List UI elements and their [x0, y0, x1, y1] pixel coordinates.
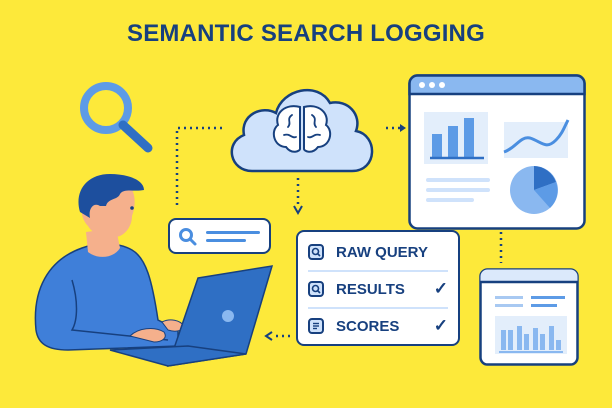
search-icon [308, 281, 324, 297]
mini-report-window [479, 268, 579, 366]
logging-checklist: RAW QUERY RESULTS ✓ SCORES ✓ [296, 230, 460, 346]
magnifier-icon [80, 82, 153, 153]
query-text-line [206, 239, 246, 242]
check-icon: ✓ [433, 316, 448, 335]
query-text-line [206, 231, 260, 234]
checklist-item-raw-query[interactable]: RAW QUERY [308, 237, 448, 267]
person-at-laptop [34, 174, 274, 367]
checklist-item-scores[interactable]: SCORES ✓ [308, 311, 448, 341]
divider [308, 270, 448, 272]
search-icon [308, 244, 324, 260]
checklist-label: RESULTS [336, 280, 405, 298]
checklist-label: RAW QUERY [336, 243, 428, 261]
search-icon [179, 228, 197, 246]
document-icon [308, 318, 324, 334]
cloud-brain-icon [230, 88, 374, 173]
checklist-item-results[interactable]: RESULTS ✓ [308, 274, 448, 304]
divider [308, 307, 448, 309]
check-icon: ✓ [433, 279, 448, 298]
search-query-box[interactable] [168, 218, 271, 254]
checklist-label: SCORES [336, 317, 400, 335]
analytics-dashboard [408, 74, 586, 230]
page-title: SEMANTIC SEARCH LOGGING [127, 20, 485, 47]
